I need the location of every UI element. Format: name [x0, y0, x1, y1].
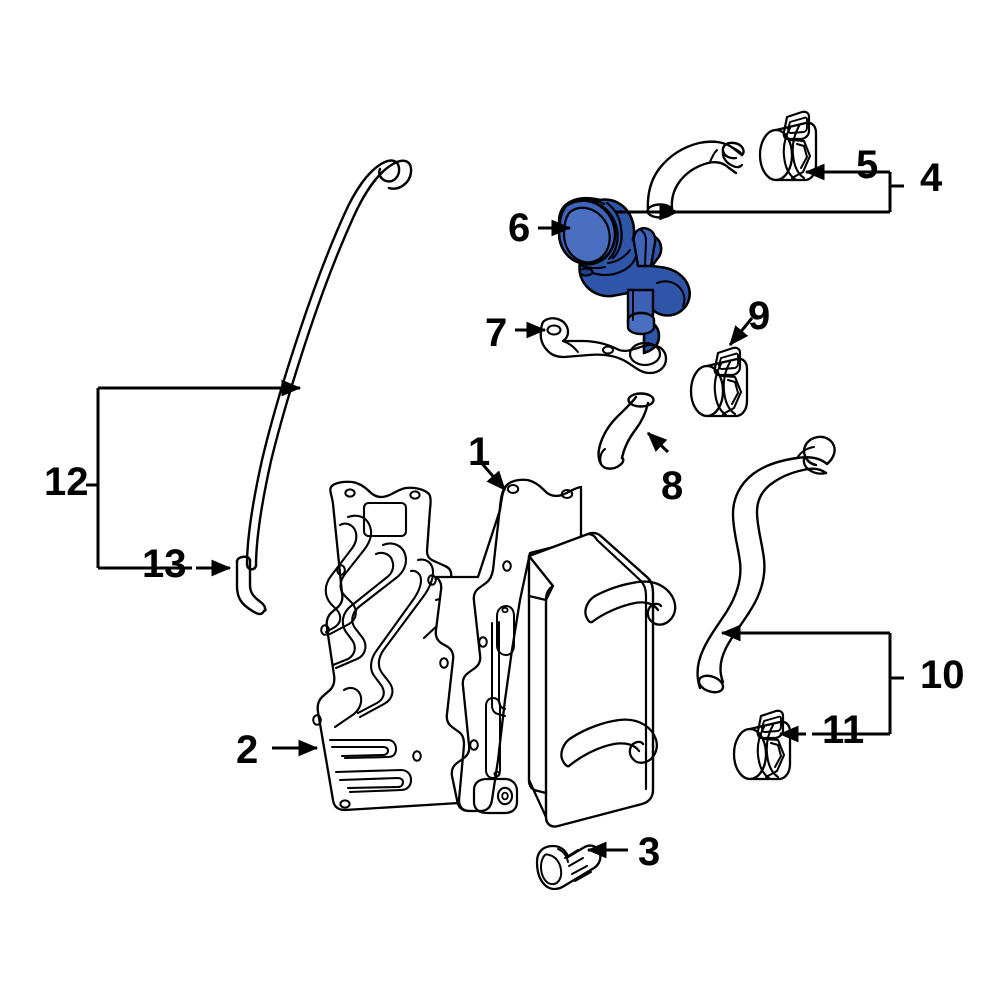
part-13-short-vent-hose [235, 555, 267, 616]
callout-label-1[interactable]: 1 [468, 430, 491, 474]
callout-label-7[interactable]: 7 [485, 311, 508, 355]
part-2-oil-cooler-gasket [312, 480, 479, 812]
leader-arrow-1 [476, 458, 507, 491]
leader-bracket-12-13 [86, 379, 302, 570]
part-9-hose-clamp [689, 346, 749, 418]
callout-label-9[interactable]: 9 [748, 294, 771, 338]
callout-label-3[interactable]: 3 [638, 830, 661, 874]
callout-label-13[interactable]: 13 [142, 542, 187, 586]
leader-bracket-4-5 [616, 170, 904, 221]
callout-label-5[interactable]: 5 [856, 143, 879, 187]
callout-label-10[interactable]: 10 [920, 653, 965, 697]
part-10-lower-hose [696, 435, 836, 694]
callout-label-8[interactable]: 8 [661, 464, 684, 508]
part-8-short-elbow-hose [597, 392, 655, 470]
leader-arrow-8 [646, 431, 670, 454]
part-4-upper-hose [646, 140, 745, 219]
callout-label-4[interactable]: 4 [920, 156, 943, 200]
part-1-oil-cooler [434, 478, 677, 828]
part-6-thermostat-housing [557, 196, 691, 355]
part-12-vent-tube [245, 159, 413, 571]
part-11-hose-clamp [732, 709, 792, 781]
callout-label-2[interactable]: 2 [236, 728, 259, 772]
part-7-bracket [539, 317, 668, 375]
callout-label-11[interactable]: 11 [822, 708, 865, 752]
leader-arrow-9 [728, 317, 754, 346]
part-3-mounting-bolt [535, 844, 602, 891]
callout-label-12[interactable]: 12 [44, 460, 89, 504]
part-5-hose-clamp [758, 110, 818, 182]
callout-label-6[interactable]: 6 [508, 206, 531, 250]
leader-bracket-10-11 [720, 624, 904, 736]
